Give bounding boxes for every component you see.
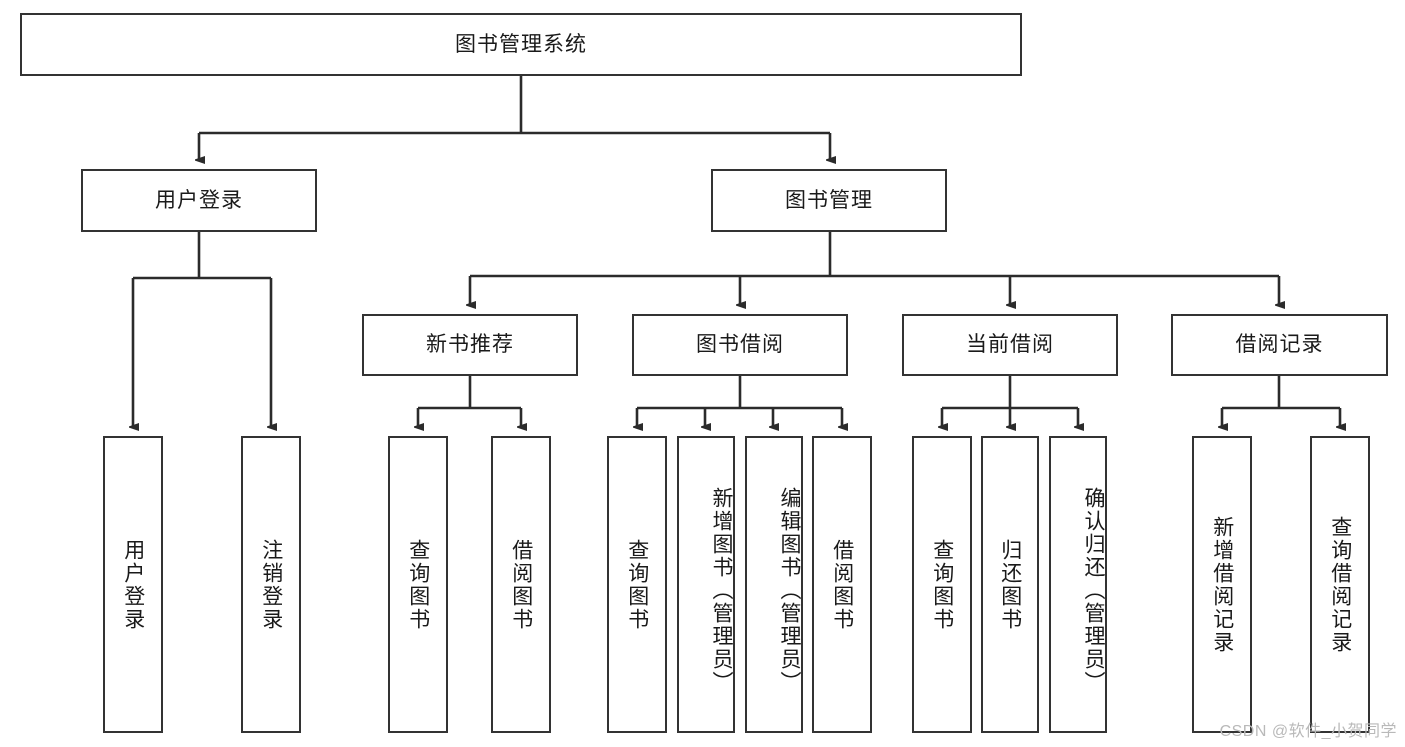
node-leaf-query-book-1[interactable]: 查询图书 <box>388 436 448 733</box>
node-book-borrow-label: 图书借阅 <box>696 333 784 357</box>
node-leaf-borrow-book-2-label: 借阅图书 <box>830 538 854 631</box>
node-root[interactable]: 图书管理系统 <box>20 13 1022 76</box>
node-leaf-return-book-label: 归还图书 <box>998 538 1022 631</box>
node-user-login[interactable]: 用户登录 <box>81 169 317 232</box>
node-leaf-borrow-book-1-label: 借阅图书 <box>509 538 533 631</box>
node-leaf-confirm-return[interactable]: 确认归还（管理员） <box>1049 436 1107 733</box>
node-leaf-add-book-label: 新增图书（管理员） <box>710 487 733 694</box>
node-leaf-edit-book-label: 编辑图书（管理员） <box>778 487 801 694</box>
node-borrow-record[interactable]: 借阅记录 <box>1171 314 1388 376</box>
node-root-label: 图书管理系统 <box>455 32 587 56</box>
node-leaf-user-login-label: 用户登录 <box>121 538 145 631</box>
node-leaf-logout-login-label: 注销登录 <box>259 538 283 631</box>
node-leaf-add-record[interactable]: 新增借阅记录 <box>1192 436 1252 733</box>
node-book-borrow[interactable]: 图书借阅 <box>632 314 848 376</box>
node-user-login-label: 用户登录 <box>155 188 243 212</box>
watermark-text: CSDN @软件_小贺同学 <box>1219 723 1397 740</box>
node-leaf-confirm-return-label: 确认归还（管理员） <box>1082 487 1105 694</box>
node-leaf-user-login[interactable]: 用户登录 <box>103 436 163 733</box>
node-current-borrow-label: 当前借阅 <box>966 333 1054 357</box>
node-leaf-query-book-2[interactable]: 查询图书 <box>607 436 667 733</box>
node-leaf-query-book-2-label: 查询图书 <box>625 538 649 631</box>
node-leaf-return-book[interactable]: 归还图书 <box>981 436 1039 733</box>
node-leaf-borrow-book-1[interactable]: 借阅图书 <box>491 436 551 733</box>
node-leaf-query-book-3[interactable]: 查询图书 <box>912 436 972 733</box>
node-leaf-edit-book[interactable]: 编辑图书（管理员） <box>745 436 803 733</box>
node-new-book-recommend-label: 新书推荐 <box>426 333 514 357</box>
node-leaf-add-book[interactable]: 新增图书（管理员） <box>677 436 735 733</box>
node-book-management[interactable]: 图书管理 <box>711 169 947 232</box>
node-leaf-query-book-1-label: 查询图书 <box>406 538 430 631</box>
node-borrow-record-label: 借阅记录 <box>1235 333 1324 357</box>
node-leaf-query-record-label: 查询借阅记录 <box>1328 515 1352 654</box>
node-book-management-label: 图书管理 <box>785 188 873 212</box>
node-new-book-recommend[interactable]: 新书推荐 <box>362 314 578 376</box>
node-leaf-logout-login[interactable]: 注销登录 <box>241 436 301 733</box>
node-leaf-query-book-3-label: 查询图书 <box>930 538 954 631</box>
node-current-borrow[interactable]: 当前借阅 <box>902 314 1118 376</box>
node-leaf-add-record-label: 新增借阅记录 <box>1210 515 1234 654</box>
node-leaf-borrow-book-2[interactable]: 借阅图书 <box>812 436 872 733</box>
node-leaf-query-record[interactable]: 查询借阅记录 <box>1310 436 1370 733</box>
